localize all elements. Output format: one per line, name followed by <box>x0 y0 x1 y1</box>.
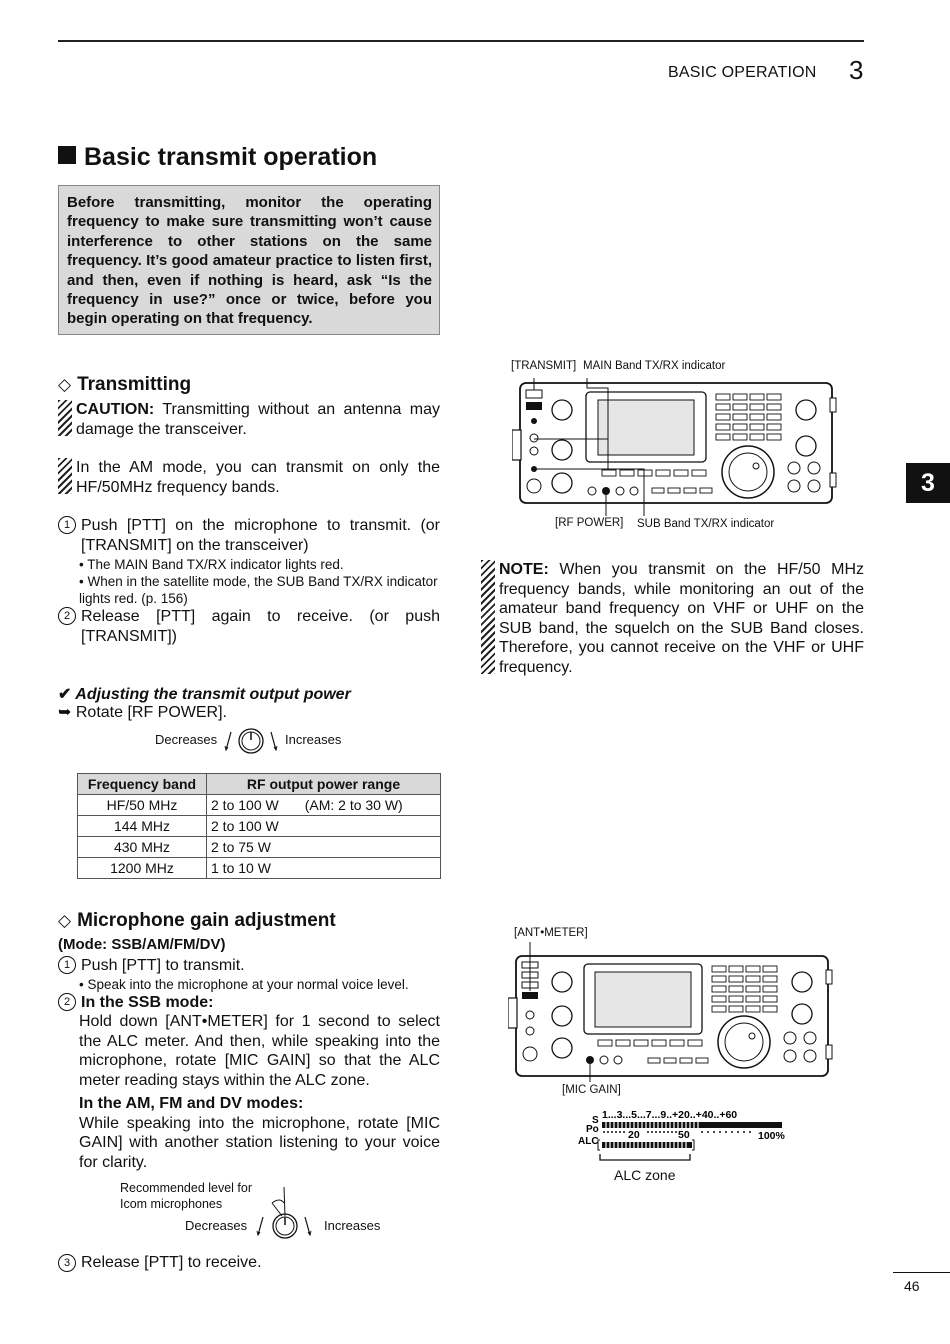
mic-gain-knob-icon <box>256 1186 312 1239</box>
mic-step2-heading: In the SSB mode: <box>81 993 214 1011</box>
step1-bullet-1: • The MAIN Band TX/RX indicator lights r… <box>79 557 344 572</box>
step-number: 3 <box>58 1254 76 1272</box>
caution-label: CAUTION: <box>76 401 155 418</box>
po-50-label: 50 <box>678 1129 690 1141</box>
range-cell: 2 to 75 W <box>206 836 441 858</box>
power-heading: ✔ Adjusting the transmit output power <box>58 686 351 703</box>
rf-power-knob-icon <box>224 728 278 754</box>
step1-text: Push [PTT] on the microphone to transmit… <box>81 517 440 554</box>
section-header: BASIC OPERATION <box>668 64 817 81</box>
mic-step2-text: Hold down [ANT•METER] for 1 second to se… <box>79 1013 440 1089</box>
main-indicator-callout: MAIN Band TX/RX indicator <box>583 360 726 372</box>
note-block: NOTE: When you transmit on the HF/50 MHz… <box>481 560 864 677</box>
mic-step2-text2: While speaking into the microphone, rota… <box>79 1114 440 1171</box>
alc-bar <box>602 1142 692 1148</box>
mic-heading: ◇Microphone gain adjustment <box>58 910 336 931</box>
knob-decreases-label: Decreases <box>155 732 218 747</box>
range-cell: 2 to 100 W(AM: 2 to 30 W) <box>206 794 441 816</box>
ant-meter-callout: [ANT•METER] <box>514 927 588 939</box>
band-cell: 1200 MHz <box>77 857 207 879</box>
step1-bullet-2: • When in the satellite mode, the SUB Ba… <box>79 574 438 606</box>
step-number: 2 <box>58 992 76 1011</box>
knob-increases-label: Increases <box>285 732 342 747</box>
band-cell: 144 MHz <box>77 815 207 837</box>
alc-zone-bracket <box>599 1154 691 1161</box>
mic-gain-callout: [MIC GAIN] <box>562 1084 621 1096</box>
caution-hatch-icon <box>58 400 72 436</box>
chapter-tab: 3 <box>906 463 950 503</box>
page-number: 46 <box>904 1278 920 1294</box>
table-row: 430 MHz 2 to 75 W <box>77 836 441 858</box>
square-bullet-icon <box>58 146 76 164</box>
meter-s-label: S <box>592 1115 599 1126</box>
transceiver-panel-diagram-2 <box>508 942 833 1082</box>
mic-increases-label: Increases <box>324 1218 381 1233</box>
am-note-text: In the AM mode, you can transmit on only… <box>76 459 440 496</box>
note-hatch-icon <box>58 458 72 494</box>
alc-zone-label: ALC zone <box>614 1167 676 1183</box>
page-title: Basic transmit operation <box>58 143 377 172</box>
recommended-label: Recommended level for Icom microphones <box>120 1181 253 1211</box>
step2-text: Release [PTT] again to receive. (or push… <box>81 608 440 645</box>
diamond-icon: ◇ <box>58 375 72 394</box>
mic-mode: (Mode: SSB/AM/FM/DV) <box>58 936 226 953</box>
meter-scale-diagram: S Po ALC 1...3...5...7...9..+20..+40..+6… <box>578 1109 786 1161</box>
transmitting-heading: ◇Transmitting <box>58 374 192 395</box>
mic-steps: 1 Push [PTT] to transmit. • Speak into t… <box>58 956 440 1172</box>
am-note-block: In the AM mode, you can transmit on only… <box>58 458 440 497</box>
range-cell: 2 to 100 W <box>206 815 441 837</box>
power-instruction: ➥ Rotate [RF POWER]. <box>58 704 227 721</box>
transceiver-panel-diagram <box>512 378 837 516</box>
po-100-label: 100% <box>758 1130 786 1142</box>
table-row: 1200 MHz 1 to 10 W <box>77 857 441 879</box>
note-text: When you transmit on the HF/50 MHz frequ… <box>499 561 864 676</box>
transmit-callout: [TRANSMIT] <box>511 360 577 372</box>
transmit-steps: 1 Push [PTT] on the microphone to transm… <box>58 516 440 646</box>
po-20-label: 20 <box>628 1129 640 1141</box>
step-number: 2 <box>58 607 76 625</box>
meter-s-scale: 1...3...5...7...9..+20..+40..+60 <box>602 1109 737 1121</box>
s-meter-bars <box>602 1122 782 1128</box>
mic-step1-text: Push [PTT] to transmit. <box>81 957 245 974</box>
diamond-icon: ◇ <box>58 911 72 930</box>
note-hatch-icon <box>481 560 495 674</box>
table-header: RF output power range <box>206 773 441 795</box>
header-rule <box>58 40 864 42</box>
mic-step1-bullet: • Speak into the microphone at your norm… <box>79 976 409 992</box>
step-number: 1 <box>58 956 76 974</box>
table-header: Frequency band <box>77 773 207 795</box>
table-row: 144 MHz 2 to 100 W <box>77 815 441 837</box>
step-number: 1 <box>58 516 76 534</box>
page-number-rule <box>893 1272 950 1273</box>
intro-box: Before transmitting, monitor the operati… <box>58 185 440 335</box>
meter-po-label: Po <box>586 1124 599 1135</box>
table-row: HF/50 MHz 2 to 100 W(AM: 2 to 30 W) <box>77 794 441 816</box>
chapter-number: 3 <box>849 55 864 85</box>
check-icon: ✔ <box>58 686 72 703</box>
table-header-row: Frequency band RF output power range <box>77 773 441 795</box>
band-cell: 430 MHz <box>77 836 207 858</box>
caution-text: Transmitting without an antenna may dama… <box>76 401 441 438</box>
range-cell: 1 to 10 W <box>206 857 441 879</box>
intro-text: Before transmitting, monitor the operati… <box>67 194 432 328</box>
sub-indicator-callout: SUB Band TX/RX indicator <box>637 518 775 530</box>
note-label: NOTE: <box>499 561 549 578</box>
mic-decreases-label: Decreases <box>185 1218 248 1233</box>
power-table: Frequency band RF output power range HF/… <box>77 773 441 879</box>
arrow-icon: ➥ <box>58 704 72 721</box>
mic-step2-heading2: In the AM, FM and DV modes: <box>79 1095 304 1112</box>
meter-alc-label: ALC <box>578 1136 599 1147</box>
band-cell: HF/50 MHz <box>77 794 207 816</box>
caution-block: CAUTION: Transmitting without an antenna… <box>58 400 440 439</box>
rf-power-callout: [RF POWER] <box>555 517 624 529</box>
